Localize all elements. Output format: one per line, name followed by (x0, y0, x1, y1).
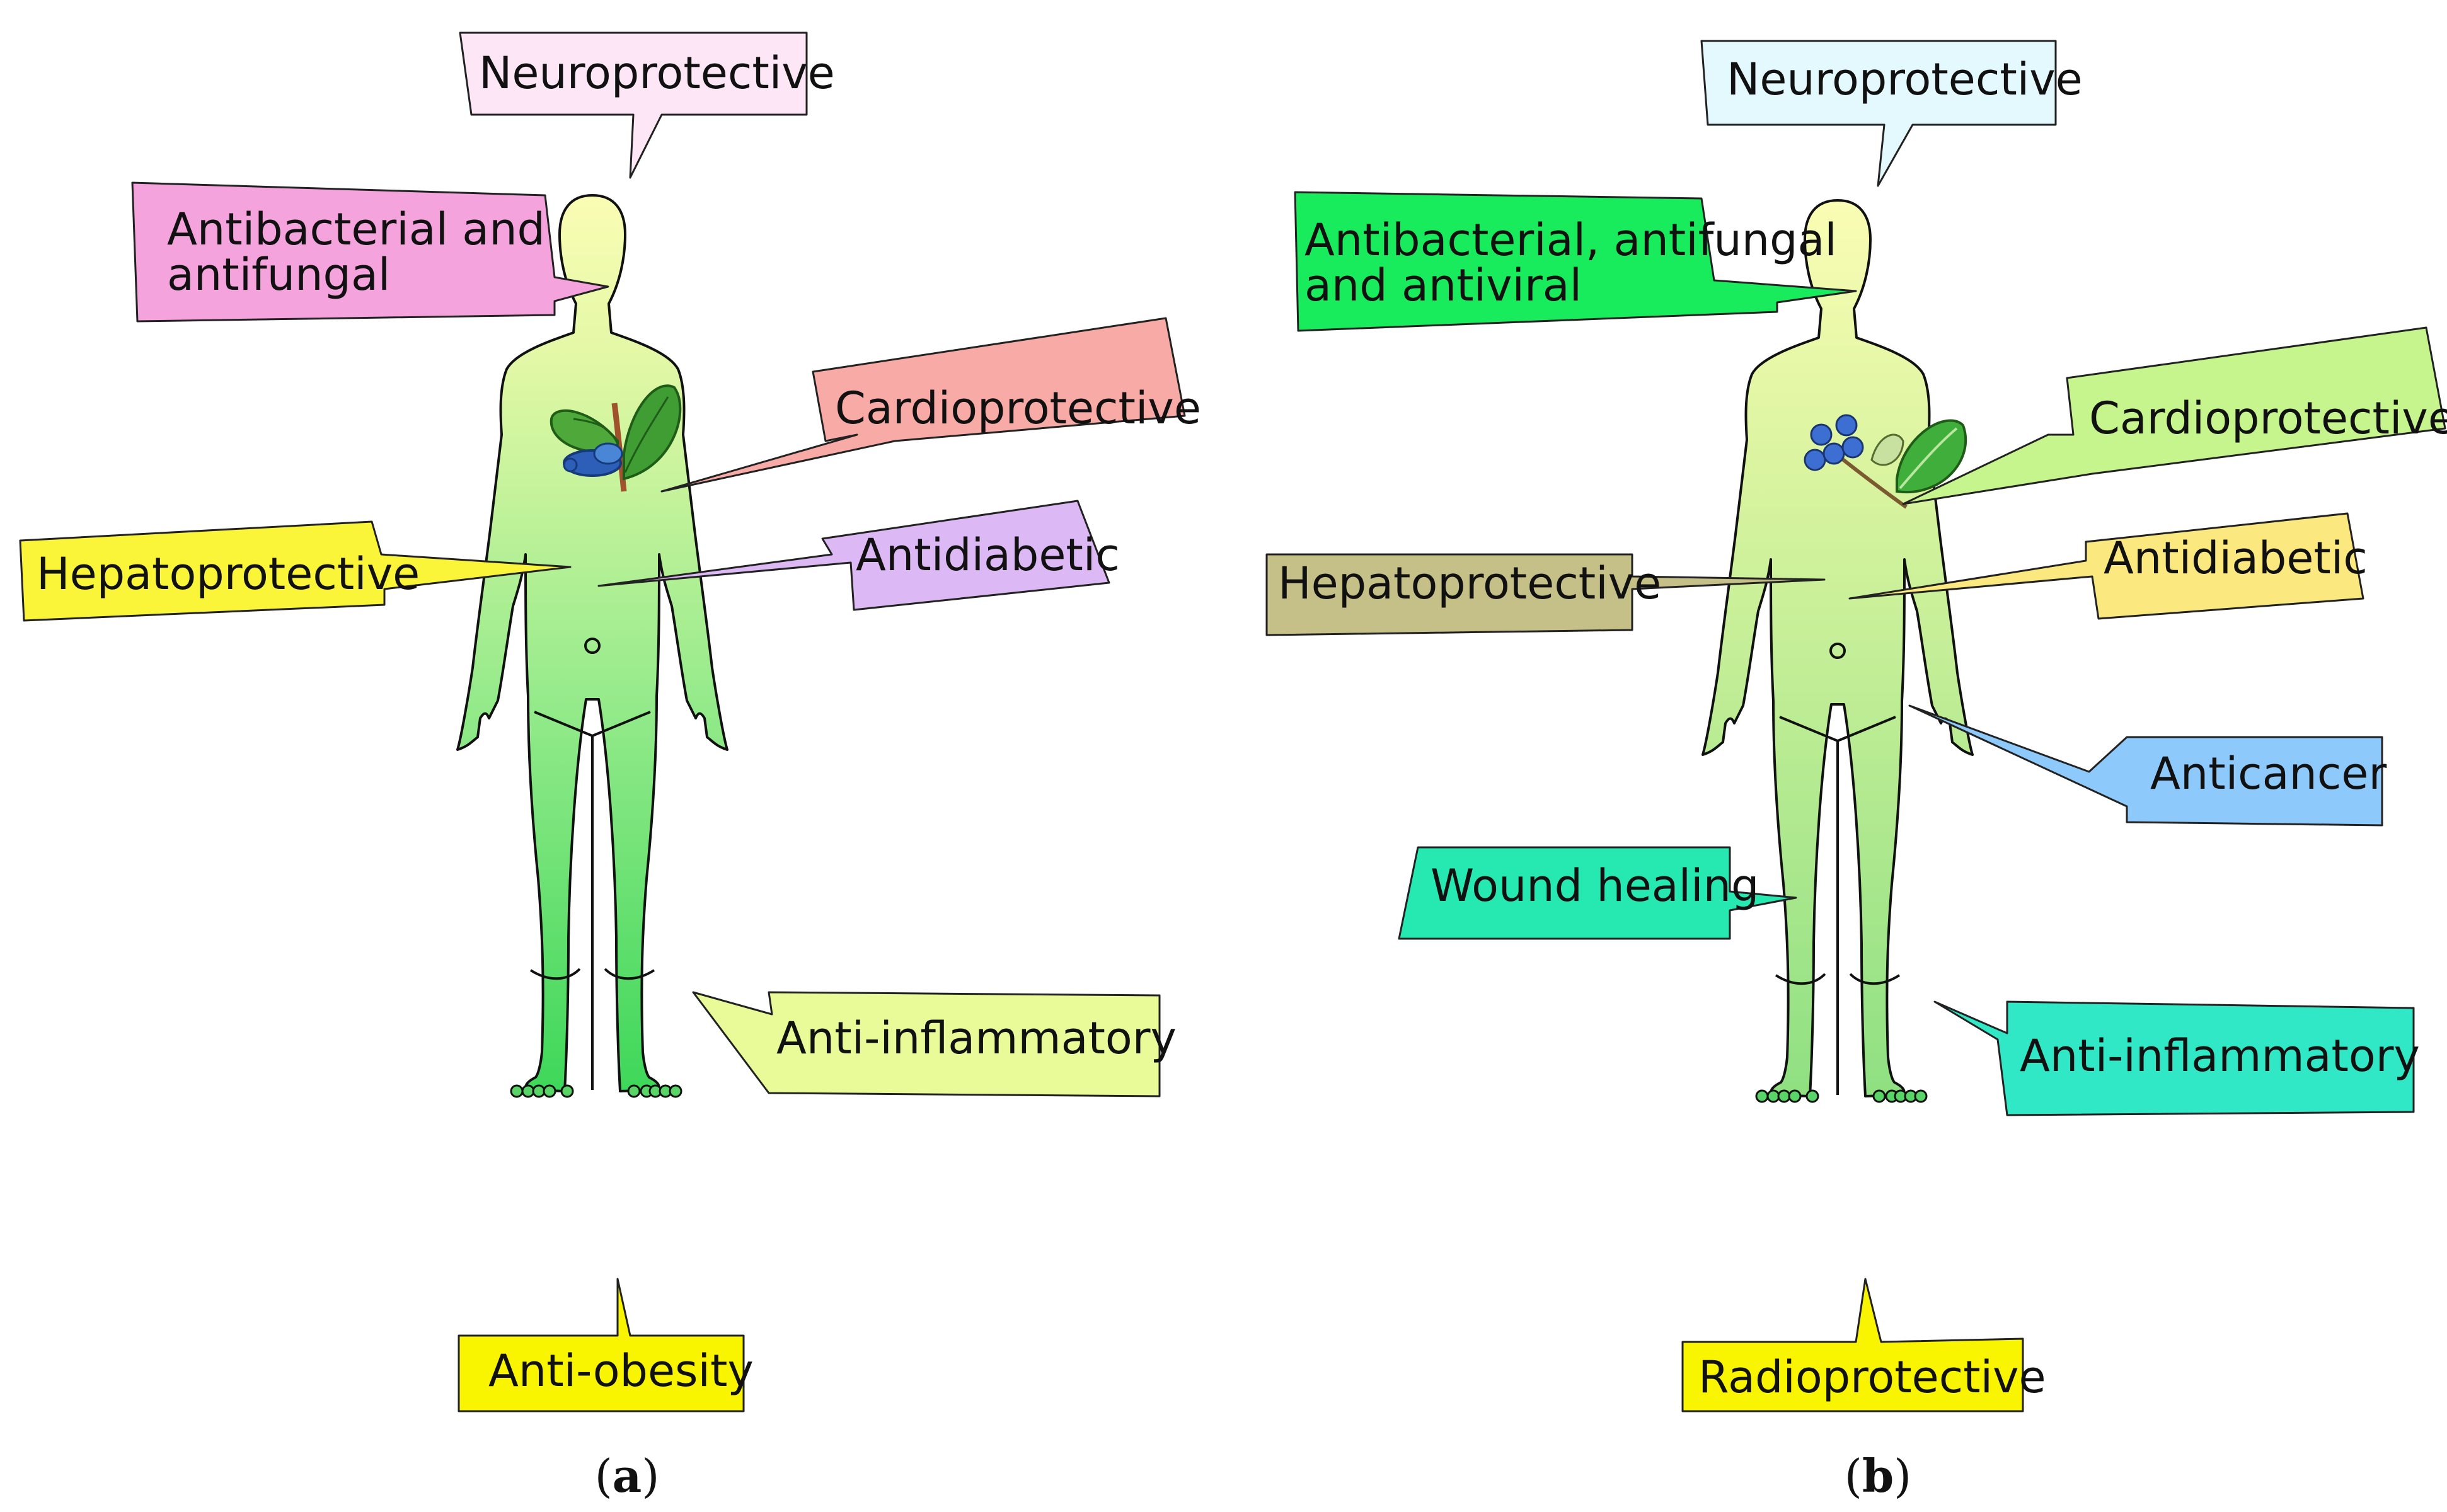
toe (1914, 1089, 1928, 1103)
callout-text: Cardioprotective (2089, 392, 2447, 444)
callout-box (1848, 512, 2364, 620)
knee-right (604, 968, 655, 980)
callout-text: Neuroprotective (1727, 54, 2083, 105)
toe (560, 1084, 574, 1098)
callout-text: Anti-inflammatory (776, 1012, 1177, 1064)
toe (510, 1084, 524, 1098)
callout-text: Wound healing (1431, 860, 1759, 912)
toe (1788, 1089, 1802, 1103)
callout-box (1933, 1000, 2415, 1116)
callout-text: Anticancer (2150, 748, 2387, 799)
callout-box (1294, 191, 1857, 332)
callout-box (131, 181, 609, 323)
panel-caption-b: (b) (1845, 1449, 1912, 1503)
human-body-b (1701, 199, 1974, 1103)
toe (532, 1084, 546, 1098)
toe (1777, 1089, 1791, 1103)
knee-left (1775, 973, 1826, 985)
human-body-a (456, 194, 728, 1098)
callout-box (1265, 553, 1826, 636)
toe (669, 1084, 682, 1098)
callout-cancer-b: Anticancer (1908, 704, 2387, 827)
callout-box (597, 500, 1110, 611)
navel-mark (1829, 643, 1846, 659)
toe (521, 1084, 535, 1098)
callout-box (1398, 846, 1797, 940)
callout-cardio-a: Cardioprotective (660, 317, 1201, 493)
callout-hepato-a: Hepatoprotective (19, 520, 572, 622)
toe (1805, 1089, 1819, 1103)
knee-left (529, 968, 581, 980)
callout-box (660, 317, 1186, 493)
callout-text: Radioprotective (1698, 1351, 2046, 1403)
callout-box (692, 991, 1161, 1097)
callout-box (19, 520, 572, 622)
callout-box (1908, 704, 2383, 827)
navel-mark (584, 638, 601, 654)
callout-hepato-b: Hepatoprotective (1265, 553, 1826, 636)
callout-antiinf-a: Anti-inflammatory (692, 991, 1177, 1097)
honeysuckle-branch-icon (550, 384, 682, 492)
callout-text: and antiviral (1304, 260, 1582, 311)
callout-radio-b: Radioprotective (1681, 1278, 2046, 1412)
callout-text: Cardioprotective (835, 382, 1201, 434)
callout-text: Antibacterial, antifungal (1304, 214, 1837, 266)
callout-text: antifungal (167, 249, 390, 301)
callout-cardio-b: Cardioprotective (1902, 326, 2447, 505)
callout-antidia-a: Antidiabetic (597, 500, 1120, 611)
callout-text: Anti-obesity (488, 1345, 754, 1397)
callout-text: Hepatoprotective (1278, 558, 1661, 609)
toe (1755, 1089, 1769, 1103)
toe (543, 1084, 556, 1098)
callout-antiinf-b: Anti-inflammatory (1933, 1000, 2420, 1116)
callout-text: Antibacterial and (167, 203, 545, 255)
callout-wound-b: Wound healing (1398, 846, 1797, 940)
toe (1872, 1089, 1886, 1103)
callout-text: Antidiabetic (2104, 532, 2368, 584)
callout-text: Hepatoprotective (37, 548, 420, 600)
callout-box (1681, 1278, 2024, 1412)
callout-box (459, 32, 808, 179)
callout-text: Antidiabetic (856, 529, 1120, 581)
toe (627, 1084, 641, 1098)
callout-neuro-a: Neuroprotective (459, 32, 835, 179)
callout-neuro-b: Neuroprotective (1700, 40, 2083, 187)
callout-text: Neuroprotective (479, 47, 835, 99)
callout-antidia-b: Antidiabetic (1848, 512, 2368, 620)
knee-right (1849, 973, 1901, 985)
callout-obesity-a: Anti-obesity (458, 1278, 754, 1412)
callout-box (1700, 40, 2057, 187)
callout-text: Anti-inflammatory (2020, 1030, 2420, 1082)
blueberry-branch-icon (1804, 414, 1967, 509)
panel-caption-a: (a) (595, 1449, 660, 1503)
callout-box (1902, 326, 2446, 505)
toe (1766, 1089, 1780, 1103)
callout-box (458, 1278, 745, 1412)
